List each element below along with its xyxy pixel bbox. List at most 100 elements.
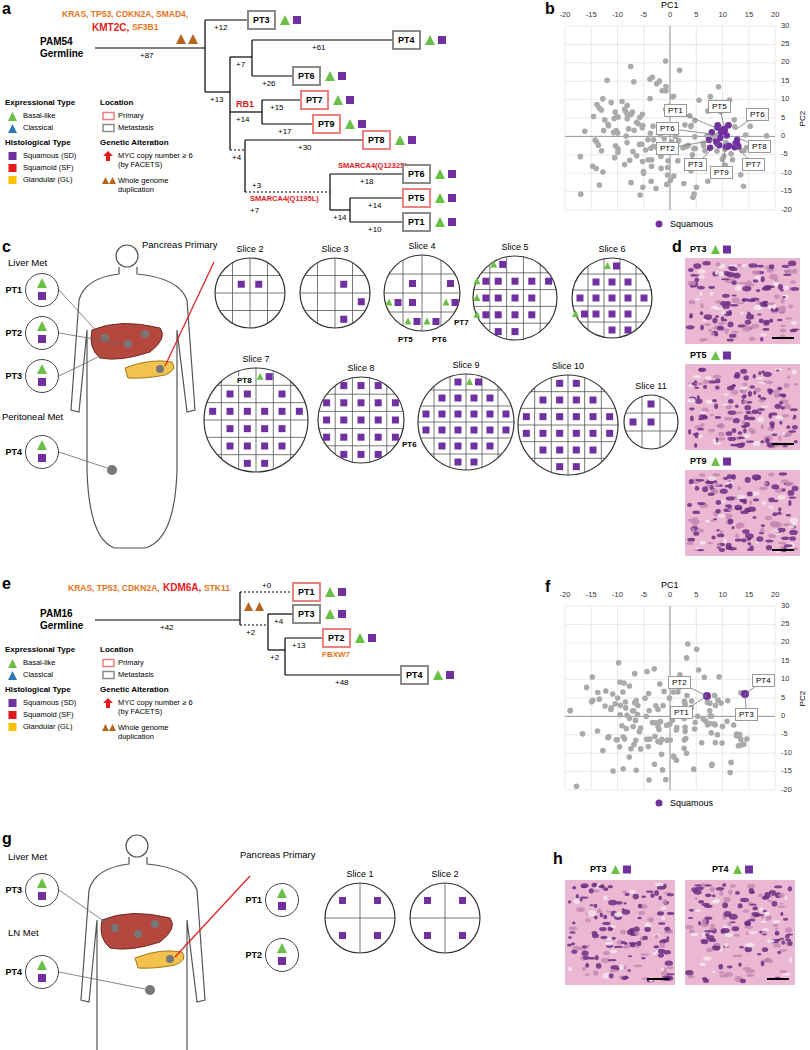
cell-blob: [756, 536, 763, 541]
data-point: [657, 740, 663, 746]
sample-label: PT5: [398, 335, 413, 344]
cell-blob: [779, 938, 784, 940]
data-point: [682, 122, 688, 128]
branch-length: +0: [262, 581, 271, 590]
cell-blob: [734, 505, 742, 510]
tree-branch: [230, 56, 252, 57]
square-symbol: [439, 427, 446, 434]
callout-label: PT6: [660, 123, 675, 134]
cell-blob: [698, 270, 706, 274]
data-point: [610, 768, 616, 774]
triangle-symbol: [435, 169, 445, 179]
tick-label: -15: [781, 767, 792, 776]
cell-blob: [696, 528, 704, 532]
triangle-symbol: [604, 262, 611, 269]
cell-blob: [697, 286, 705, 290]
cell-blob: [728, 399, 733, 404]
grid-line: [588, 258, 589, 338]
text-label: RB1: [236, 99, 254, 109]
square-symbol: [573, 397, 580, 404]
square-symbol: [340, 316, 347, 323]
cell-blob: [693, 375, 701, 378]
slice-outline: [384, 255, 460, 331]
cell-blob: [711, 536, 715, 540]
cell-blob: [717, 534, 724, 538]
squamous-point: [724, 132, 730, 138]
slice-outline: [325, 883, 395, 953]
data-point: [665, 158, 671, 164]
slice-outline: [204, 368, 308, 472]
cell-blob: [776, 369, 780, 371]
cell-blob: [760, 337, 763, 342]
square-symbol: [261, 408, 268, 415]
slice-grid: [215, 258, 285, 328]
cell-blob: [696, 479, 705, 482]
cell-blob: [592, 933, 599, 938]
branch-length: +15: [270, 103, 284, 112]
cell-blob: [712, 399, 717, 403]
cell-blob: [702, 918, 706, 924]
data-point: [590, 163, 596, 169]
cell-blob: [622, 976, 628, 980]
cell-blob: [699, 291, 702, 296]
data-point: [638, 725, 644, 731]
callout-box: PT8: [748, 140, 771, 153]
grid-line: [204, 420, 308, 421]
cell-blob: [785, 269, 794, 274]
data-point: [730, 157, 736, 163]
square-symbol: [439, 411, 446, 418]
data-point: [631, 79, 637, 85]
cell-blob: [602, 922, 610, 925]
cell-blob: [735, 538, 742, 541]
cell-blob: [569, 926, 578, 930]
cell-blob: [713, 439, 717, 445]
square-symbol: [414, 318, 421, 325]
data-point: [659, 752, 665, 758]
cell-blob: [762, 931, 767, 934]
slice-outline: [572, 258, 652, 338]
branch-length: +3: [252, 181, 261, 190]
grid-line: [620, 258, 621, 338]
tumor-spot: [141, 330, 149, 338]
cell-blob: [719, 971, 725, 974]
data-point: [707, 700, 713, 706]
cell-blob: [751, 912, 759, 916]
triangle-symbol: [433, 670, 443, 680]
cell-blob: [689, 479, 694, 484]
data-point: [641, 171, 647, 177]
square-symbol: [409, 299, 416, 306]
sample-label: PT8: [236, 376, 253, 385]
cell-blob: [728, 483, 732, 489]
cell-blob: [757, 417, 764, 423]
cell-blob: [757, 314, 761, 316]
cell-blob: [733, 934, 739, 937]
cell-blob: [764, 481, 767, 485]
legend-swatch: [9, 164, 17, 172]
cell-blob: [728, 411, 737, 415]
square-symbol: [38, 974, 46, 982]
data-point: [691, 766, 697, 772]
data-point: [596, 105, 602, 111]
cell-blob: [712, 473, 720, 477]
data-point: [665, 172, 671, 178]
cell-blob: [700, 411, 707, 414]
cell-blob: [621, 941, 626, 944]
cell-blob: [784, 896, 787, 900]
data-point: [644, 714, 650, 720]
data-point: [640, 159, 646, 165]
slice-grid: [384, 255, 460, 331]
legend-swatch: [103, 698, 113, 708]
grid-line: [441, 255, 442, 331]
data-point: [728, 151, 734, 157]
cell-blob: [766, 545, 772, 550]
square-symbol: [323, 434, 330, 441]
data-point: [700, 716, 706, 722]
cell-blob: [646, 891, 654, 893]
body-figure: [71, 245, 195, 548]
data-point: [611, 116, 617, 122]
tick-label: -15: [586, 11, 597, 20]
cell-blob: [580, 897, 588, 899]
tick-label: 20: [771, 11, 779, 20]
cell-blob: [633, 927, 639, 932]
data-point: [659, 88, 665, 94]
